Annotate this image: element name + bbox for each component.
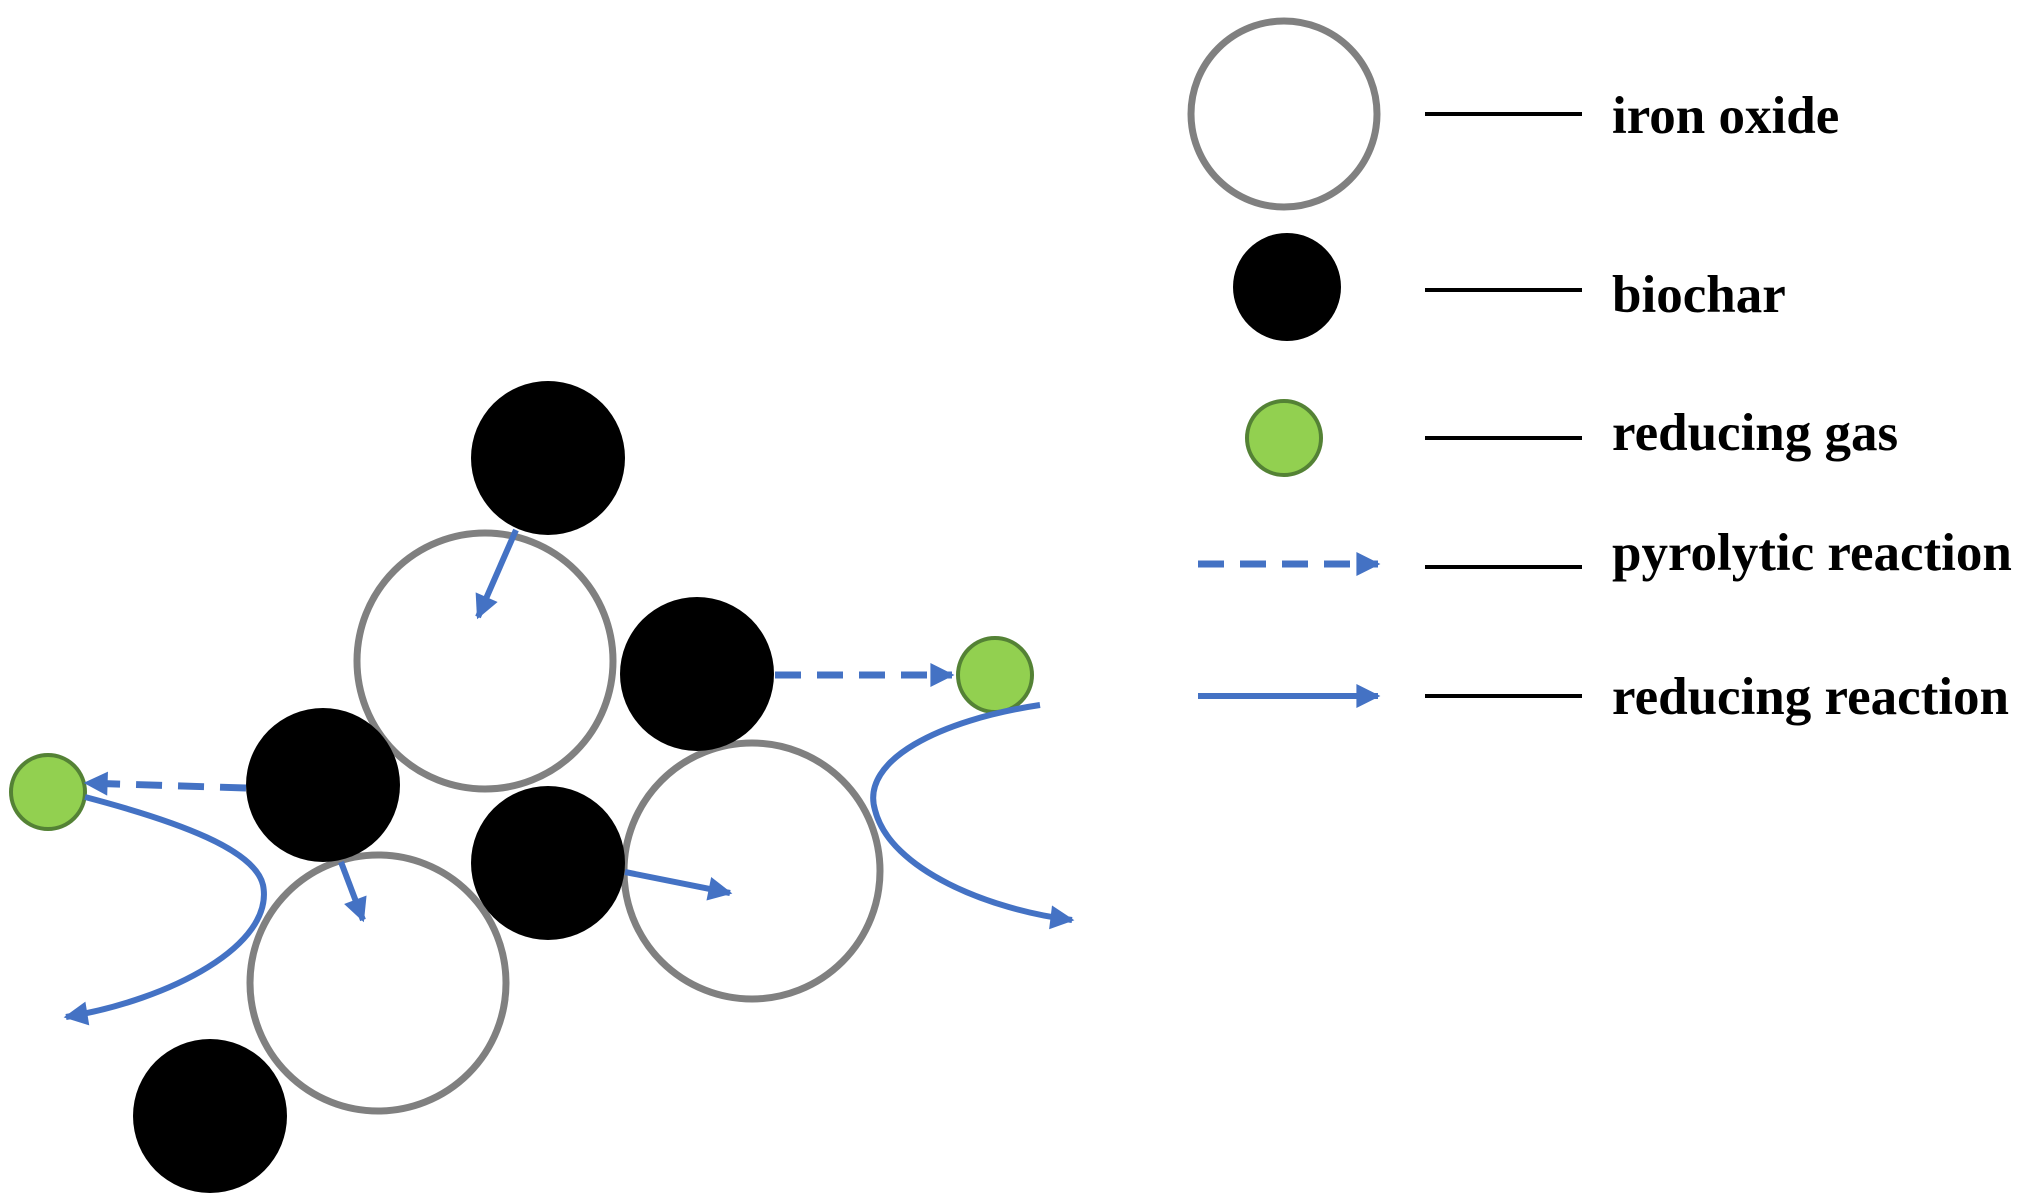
legend-label-reducing-gas: reducing gas <box>1612 404 1898 462</box>
legend-label-biochar: biochar <box>1612 266 1786 324</box>
iron-oxide-symbol <box>1187 17 1381 211</box>
biochar-symbol <box>1233 233 1341 341</box>
reducing-reaction-curve <box>870 702 1075 930</box>
iron-oxide-particle <box>353 529 617 793</box>
reducing-gas-particle <box>9 753 87 831</box>
legend-label-pyrolytic-reaction: pyrolytic reaction <box>1612 524 2012 582</box>
reducing-reaction-arrow <box>624 869 733 901</box>
iron-oxide-particle <box>246 851 510 1115</box>
biochar-particle <box>471 786 625 940</box>
iron-oxide-particle <box>620 739 884 1003</box>
reducing-reaction-arrow <box>475 528 519 620</box>
biochar-particle <box>471 381 625 535</box>
reducing-reaction-curve <box>63 794 267 1026</box>
biochar-particle <box>133 1039 287 1193</box>
legend-label-reducing-reaction: reducing reaction <box>1612 668 2009 726</box>
legend-item-biochar: biochar <box>1233 233 1786 341</box>
pyrolytic-reaction-arrow <box>83 771 247 796</box>
reducing-gas-particle <box>956 636 1034 714</box>
biochar-particle <box>246 708 400 862</box>
reducing-reaction-arrow <box>338 860 367 923</box>
legend: iron oxide biochar reducing gas pyrolyti… <box>1187 17 2012 726</box>
legend-item-reducing-gas: reducing gas <box>1245 399 1898 477</box>
legend-label-iron-oxide: iron oxide <box>1612 87 1839 145</box>
reducing-gas-symbol <box>1245 399 1323 477</box>
legend-item-iron-oxide: iron oxide <box>1187 17 1839 211</box>
legend-item-pyrolytic-reaction: pyrolytic reaction <box>1198 524 2012 582</box>
legend-item-reducing-reaction: reducing reaction <box>1198 668 2009 726</box>
biochar-particle <box>620 597 774 751</box>
scene <box>9 381 1075 1193</box>
